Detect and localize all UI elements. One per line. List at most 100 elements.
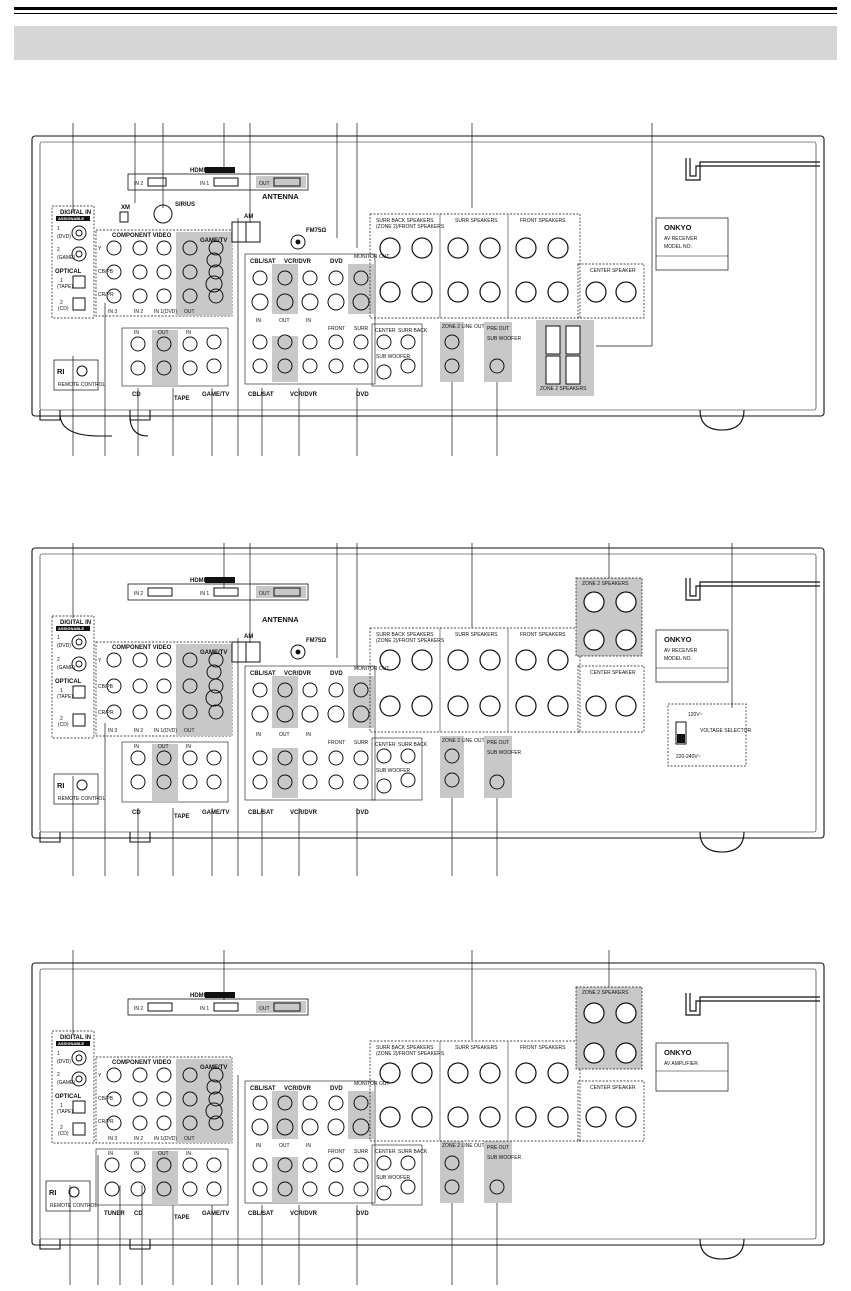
svg-text:(DVD): (DVD) [57,643,71,649]
svg-text:(TAPE): (TAPE) [57,284,73,290]
chassis [31,135,825,437]
svg-text:Y: Y [98,246,102,252]
svg-text:IN 1(DVD): IN 1(DVD) [154,1136,177,1142]
svg-text:DIGITAL IN: DIGITAL IN [60,1035,91,1041]
svg-text:OUT: OUT [259,181,270,187]
svg-text:1: 1 [57,1051,60,1057]
svg-text:OUT: OUT [184,309,195,315]
svg-text:OPTICAL: OPTICAL [55,679,82,685]
preout-channels-block: CENTER SURR BACK SUB WOOFER [371,323,428,387]
svg-text:GAME/TV: GAME/TV [200,238,227,244]
svg-text:SUB WOOFER: SUB WOOFER [376,768,411,774]
svg-text:IN: IN [186,330,191,336]
svg-text:CBL/SAT: CBL/SAT [250,1086,276,1092]
svg-text:IN 2: IN 2 [134,309,143,315]
svg-text:IN: IN [186,1151,191,1157]
svg-text:CB/PB: CB/PB [98,269,114,275]
rear-panel-1: DIGITAL IN ASSIGNABLE 1 (DVD) 2 (GAME) O… [31,123,825,456]
svg-text:IN 1: IN 1 [200,1006,209,1012]
component-video-block: COMPONENT VIDEO Y CB/PB CR/PR IN 3 IN 2 … [95,641,233,737]
svg-text:SURR SPEAKERS: SURR SPEAKERS [455,632,498,638]
svg-text:REMOTE CONTROL: REMOTE CONTROL [50,1203,97,1209]
hdmi-block: HDMI IN 2 IN 1 OUT [127,992,309,1016]
svg-text:(ZONE 2)/FRONT SPEAKERS: (ZONE 2)/FRONT SPEAKERS [376,224,445,230]
svg-text:HDMI: HDMI [190,578,206,584]
svg-text:GAME/TV: GAME/TV [202,1211,229,1217]
svg-text:AV RECEIVER: AV RECEIVER [664,648,698,654]
chassis [31,962,825,1260]
svg-text:OUT: OUT [259,591,270,597]
svg-text:COMPONENT VIDEO: COMPONENT VIDEO [112,233,172,239]
zone2-lineout-block: ZONE 2 LINE OUT PRE OUT SUB WOOFER [440,736,522,798]
model-label: ONKYO AV AMPLIFIER [655,1042,729,1092]
svg-text:ONKYO: ONKYO [664,223,692,232]
digital-in-block: DIGITAL IN ASSIGNABLE 1 (DVD) 2 (GAME) O… [51,205,95,319]
svg-text:HDMI: HDMI [190,993,206,999]
svg-text:OUT: OUT [259,1006,270,1012]
svg-text:SURR BACK SPEAKERS: SURR BACK SPEAKERS [376,632,434,638]
voltage-selector-block: 120V~ VOLTAGE SELECTOR 220-240V~ [667,703,752,767]
svg-text:OUT: OUT [184,1136,195,1142]
svg-text:IN 1: IN 1 [200,591,209,597]
svg-text:CD: CD [132,810,141,816]
svg-text:MODEL NO.: MODEL NO. [664,244,692,250]
callout-leaders [72,543,733,876]
svg-text:2: 2 [57,247,60,253]
svg-text:RI: RI [57,781,65,790]
svg-text:IN: IN [306,1143,311,1149]
svg-text:IN 2: IN 2 [134,181,143,187]
zone2-speakers-block: ZONE 2 SPEAKERS [536,320,594,396]
preout-channels-block: CENTER SURR BACK SUB WOOFER [371,737,428,801]
svg-text:GAME/TV: GAME/TV [200,650,227,656]
svg-text:CBL/SAT: CBL/SAT [250,259,276,265]
callout-leaders [69,950,610,1285]
svg-text:(GAME): (GAME) [57,255,75,261]
svg-text:(CD): (CD) [58,306,69,312]
satellite-radio-block: XM SIRIUS [119,202,195,224]
svg-text:SUB WOOFER: SUB WOOFER [376,1175,411,1181]
model-label: ONKYO AV RECEIVER MODEL NO. [655,629,729,683]
zone2-speakers-block: ZONE 2 SPEAKERS [575,986,643,1070]
svg-text:(TAPE): (TAPE) [57,694,73,700]
svg-text:RI: RI [57,367,65,376]
svg-text:FRONT SPEAKERS: FRONT SPEAKERS [520,632,566,638]
svg-text:OUT: OUT [279,318,290,324]
svg-text:ONKYO: ONKYO [664,635,692,644]
svg-text:AV RECEIVER: AV RECEIVER [664,236,698,242]
svg-text:1: 1 [60,1103,63,1109]
svg-text:IN 1: IN 1 [200,181,209,187]
svg-text:(ZONE 2)/FRONT SPEAKERS: (ZONE 2)/FRONT SPEAKERS [376,638,445,644]
svg-text:2: 2 [60,1125,63,1131]
svg-text:CB/PB: CB/PB [98,1096,114,1102]
svg-text:IN 2: IN 2 [134,1006,143,1012]
svg-text:CENTER SPEAKER: CENTER SPEAKER [590,268,636,274]
svg-text:SURR BACK: SURR BACK [398,1149,428,1155]
svg-text:CBL/SAT: CBL/SAT [248,392,274,398]
svg-text:REMOTE CONTROL: REMOTE CONTROL [58,796,105,802]
svg-text:VCR/DVR: VCR/DVR [290,810,318,816]
svg-text:CENTER SPEAKER: CENTER SPEAKER [590,1085,636,1091]
svg-text:SURR BACK SPEAKERS: SURR BACK SPEAKERS [376,218,434,224]
svg-text:GAME/TV: GAME/TV [202,392,229,398]
svg-text:VCR/DVR: VCR/DVR [290,1211,318,1217]
svg-text:CR/PR: CR/PR [98,710,114,716]
svg-text:IN: IN [108,1151,113,1157]
svg-text:IN 1(DVD): IN 1(DVD) [154,309,177,315]
svg-text:DVD: DVD [356,810,369,816]
svg-text:Y: Y [98,658,102,664]
svg-text:IN 2: IN 2 [134,1136,143,1142]
svg-text:1: 1 [60,278,63,284]
svg-text:FRONT SPEAKERS: FRONT SPEAKERS [520,1045,566,1051]
svg-text:2: 2 [60,300,63,306]
svg-text:IN 3: IN 3 [108,1136,117,1142]
svg-text:ASSIGNABLE: ASSIGNABLE [58,626,85,631]
svg-text:FRONT: FRONT [328,1149,345,1155]
power-cord [685,993,820,1016]
svg-text:IN: IN [134,1151,139,1157]
svg-text:RI: RI [49,1188,57,1197]
svg-text:OUT: OUT [184,728,195,734]
svg-text:2: 2 [57,657,60,663]
svg-text:VCR/DVR: VCR/DVR [284,259,312,265]
svg-text:1: 1 [57,226,60,232]
zone2-lineout-block: ZONE 2 LINE OUT PRE OUT SUB WOOFER [440,322,522,382]
